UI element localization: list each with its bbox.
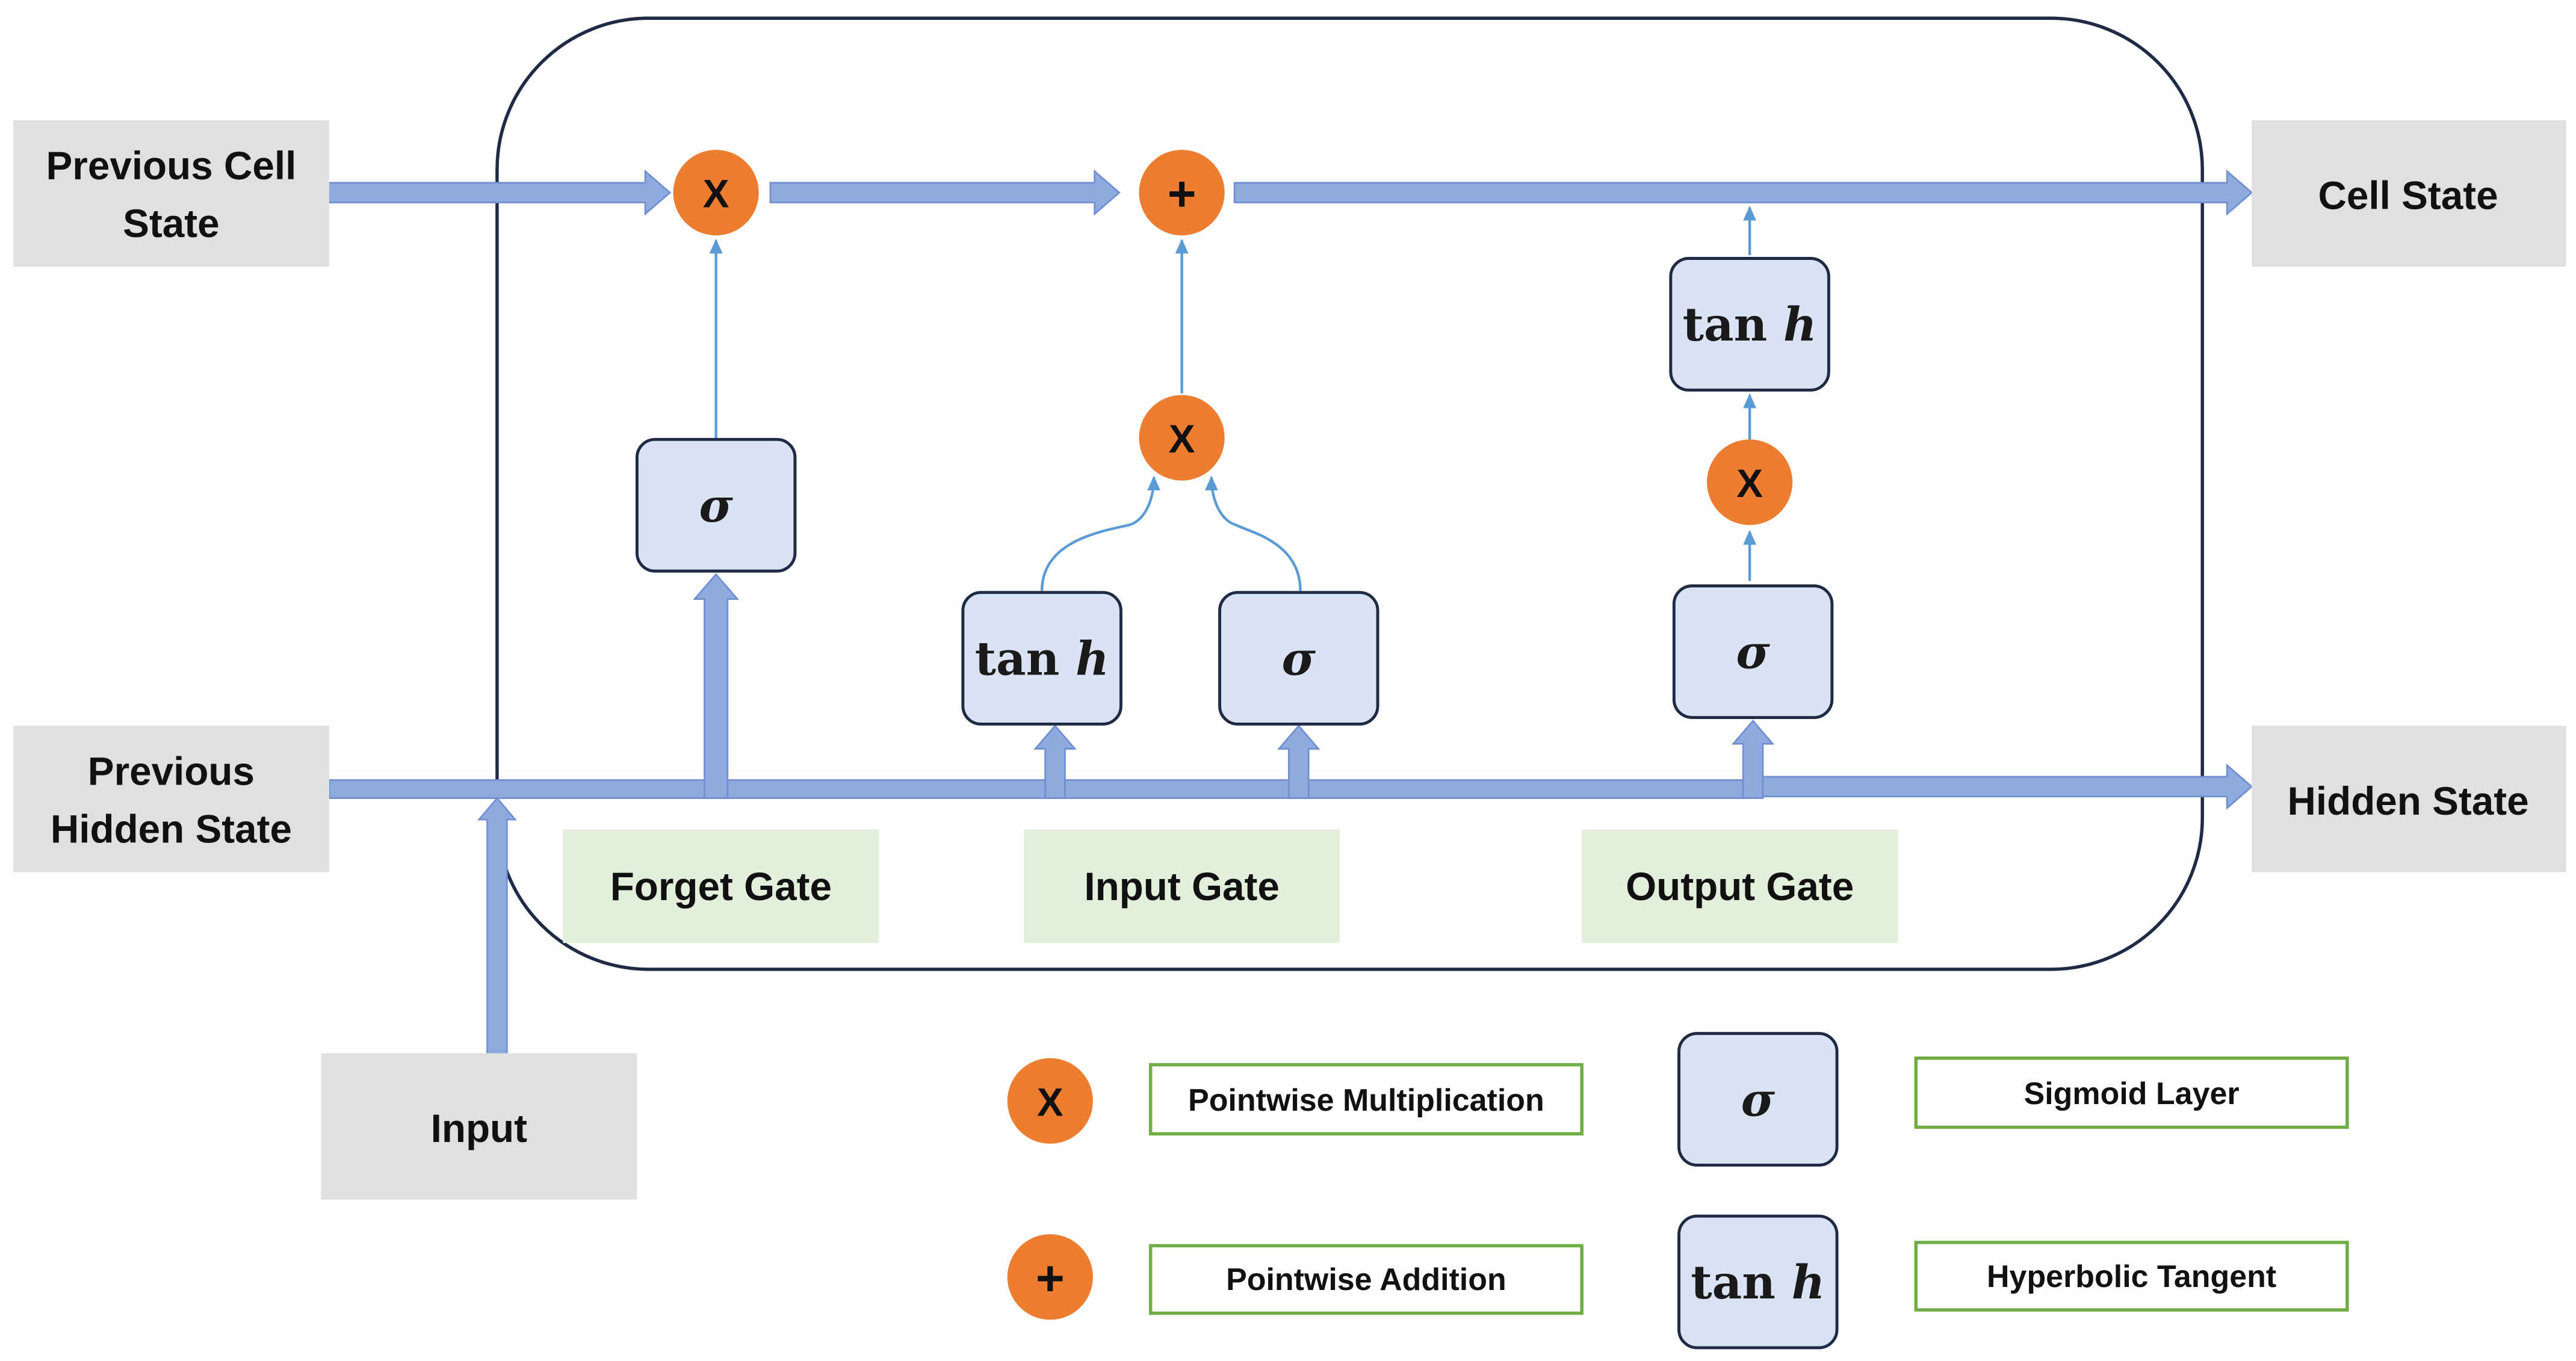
- outside-boxes: Previous Cell State Previous Hidden Stat…: [13, 120, 2566, 1200]
- legend-tanh-label: Hyperbolic Tangent: [1987, 1259, 2276, 1294]
- multiply-symbol: X: [1736, 461, 1763, 505]
- sigma-symbol: σ: [1282, 632, 1316, 686]
- layer-box: [1677, 1032, 1839, 1167]
- multiply-symbol: X: [703, 172, 729, 216]
- legend-tanh: tan h Hyperbolic Tangent: [1677, 1214, 2349, 1350]
- cell-state-box: [2252, 120, 2566, 267]
- legend-add: + Pointwise Addition: [1007, 1234, 1584, 1320]
- sigma-symbol: σ: [699, 479, 733, 533]
- layer-box: [961, 591, 1122, 726]
- input-tanh-layer: tan h: [961, 591, 1122, 726]
- pointwise-ops: X + X X: [673, 150, 1793, 525]
- tanh-prefix: tan: [1691, 1256, 1791, 1310]
- forget-gate-box: [563, 829, 879, 943]
- prev-cell-state-label-1: Previous Cell: [46, 144, 297, 188]
- sigma-symbol: σ: [1736, 625, 1770, 679]
- forget-sigmoid-layer: σ: [635, 437, 797, 573]
- gate-labels: Forget Gate Input Gate Output Gate: [563, 829, 1898, 943]
- sigma-symbol: σ: [1741, 1073, 1776, 1127]
- input-gate-box: [1024, 829, 1340, 943]
- legend-sigmoid: σ Sigmoid Layer: [1677, 1032, 2349, 1167]
- cell-state-label: Cell State: [2318, 173, 2498, 217]
- legend-multiply-label: Pointwise Multiplication: [1188, 1083, 1544, 1118]
- forget-sigma-up-arrow: [693, 573, 740, 799]
- prev-hidden-state-label-2: Hidden State: [51, 807, 292, 851]
- add-symbol: +: [1168, 167, 1197, 221]
- input-up-arrow: [477, 797, 517, 1056]
- legend-label-box: [1148, 1244, 1584, 1315]
- forget-to-add-arrow: [769, 169, 1121, 216]
- tanh-h: h: [1076, 632, 1109, 686]
- legend-label-box: [1148, 1063, 1584, 1136]
- output-sigmoid-layer: σ: [1672, 584, 1834, 719]
- input-tanh-curve: [1040, 475, 1161, 591]
- hidden-state-box: [2252, 726, 2566, 872]
- output-gate-label: Output Gate: [1626, 865, 1854, 909]
- tanh-h: h: [1783, 298, 1817, 352]
- add-icon: [1007, 1234, 1093, 1320]
- input-multiply-op: X: [1139, 395, 1225, 481]
- input-sigmoid-layer: σ: [1218, 591, 1379, 726]
- multiply-symbol: X: [1037, 1080, 1064, 1124]
- cell-add-op: +: [1139, 150, 1225, 236]
- input-box: [321, 1053, 637, 1200]
- legend-label-box: [1914, 1241, 2349, 1312]
- input-label: Input: [431, 1106, 527, 1150]
- forget-gate-label: Forget Gate: [610, 865, 832, 909]
- add-to-cell-state-arrow: [1233, 169, 2253, 216]
- layer-box: [1677, 1214, 1839, 1350]
- legend: X Pointwise Multiplication + Pointwise A…: [1007, 1032, 2349, 1350]
- prev-hidden-state-label-1: Previous: [88, 750, 255, 794]
- legend-label-box: [1914, 1056, 2349, 1129]
- output-gate-box: [1582, 829, 1898, 943]
- cell-state-arrows: [325, 169, 2253, 1056]
- tanh-symbol: tan h: [1691, 1256, 1825, 1310]
- multiply-icon: [673, 150, 759, 236]
- input-tanh-up-arrow: [1033, 724, 1077, 799]
- tanh-symbol: tan h: [1683, 298, 1817, 352]
- tanh-prefix: tan: [1683, 298, 1783, 352]
- input-gate-label: Input Gate: [1084, 865, 1279, 909]
- tanh-prefix: tan: [975, 632, 1076, 686]
- input-sigma-up-arrow: [1277, 724, 1321, 799]
- prev-cell-state-label-2: State: [123, 202, 219, 245]
- output-sigma-up-arrow: [1731, 719, 1775, 799]
- add-symbol: +: [1036, 1251, 1065, 1306]
- add-icon: [1139, 150, 1225, 236]
- prev-cell-to-forget-arrow: [325, 169, 672, 216]
- hidden-state-label: Hidden State: [2288, 779, 2529, 823]
- layer-box: [1672, 584, 1834, 719]
- legend-add-label: Pointwise Addition: [1226, 1262, 1506, 1297]
- multiply-symbol: X: [1169, 417, 1195, 461]
- cell-boundary: [495, 16, 2204, 971]
- tanh-h: h: [1792, 1256, 1825, 1310]
- output-tanh-layer: tan h: [1669, 257, 1830, 392]
- legend-sigmoid-label: Sigmoid Layer: [2024, 1076, 2240, 1111]
- layer-box: [635, 437, 797, 573]
- layers: σ tan h σ σ tan h: [635, 257, 1834, 726]
- forget-multiply-op: X: [673, 150, 759, 236]
- tanh-symbol: tan h: [975, 632, 1109, 686]
- hidden-state-line: [328, 779, 1746, 799]
- prev-hidden-state-box: [13, 726, 329, 872]
- legend-multiply: X Pointwise Multiplication: [1007, 1058, 1584, 1144]
- thin-connectors: [709, 206, 1757, 591]
- layer-box: [1218, 591, 1379, 726]
- prev-cell-state-box: [13, 120, 329, 267]
- multiply-icon: [1007, 1058, 1093, 1144]
- layer-box: [1669, 257, 1830, 392]
- to-hidden-state-arrow: [1757, 763, 2253, 810]
- multiply-icon: [1139, 395, 1225, 481]
- input-sigma-curve: [1204, 475, 1302, 591]
- multiply-icon: [1707, 439, 1793, 525]
- output-multiply-op: X: [1707, 439, 1793, 525]
